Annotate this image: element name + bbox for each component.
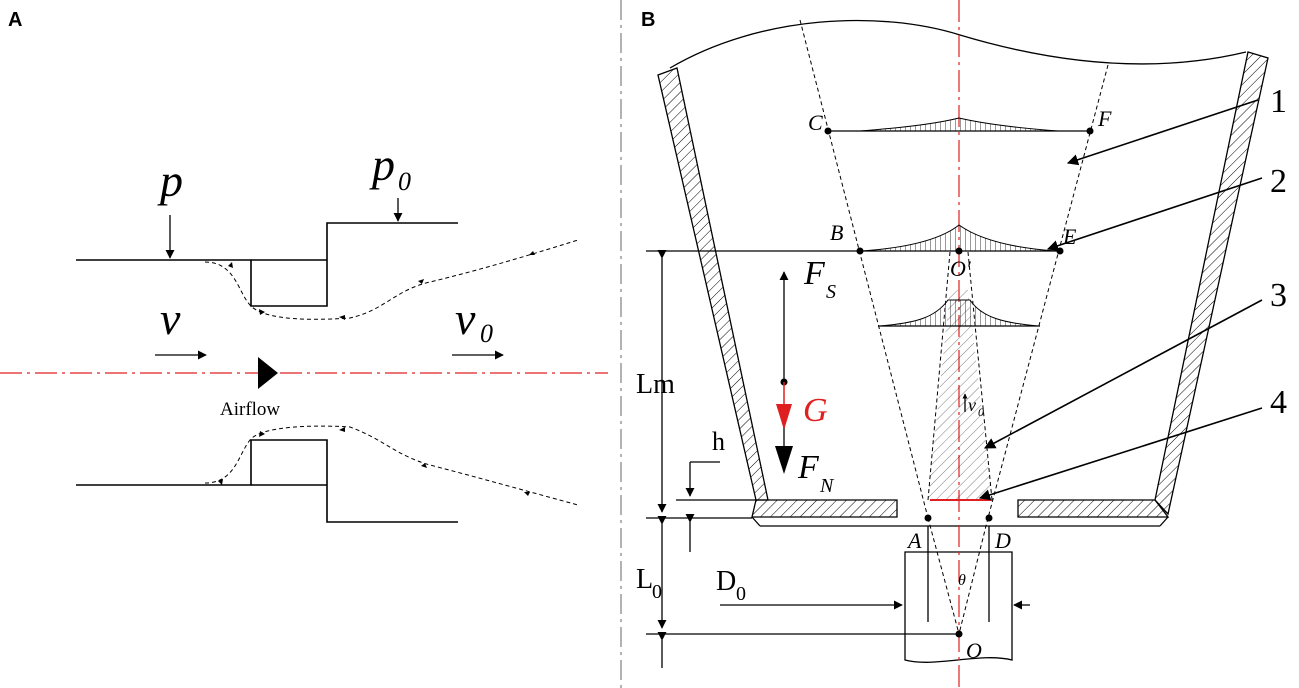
point-b: [856, 247, 864, 255]
lm-label: Lm: [636, 369, 675, 400]
point-o-prime: [955, 247, 963, 255]
point-labels: C F B E O′ A D O θ: [808, 106, 1112, 663]
callout-4: 4: [1270, 384, 1287, 421]
profile-cf: [859, 117, 1059, 132]
bottom-plate-right: [1017, 499, 1170, 518]
p0-label: p: [369, 139, 395, 190]
label-o-prime: O′: [950, 256, 972, 281]
label-a: A: [906, 528, 922, 553]
right-wall: [1154, 51, 1269, 516]
points: [780, 127, 1094, 638]
callout-3: 3: [1270, 277, 1287, 314]
label-theta: θ: [958, 572, 966, 589]
cone-line-right: [987, 64, 1109, 519]
fs-subscript: S: [826, 281, 836, 303]
upper-streamline: [204, 239, 579, 320]
d0-label: D: [716, 566, 736, 597]
callout-leaders: [978, 99, 1263, 501]
outlet-tube: [904, 551, 1013, 663]
l0-subscript: 0: [652, 581, 662, 603]
point-a: [924, 514, 932, 522]
h-label: h: [712, 427, 725, 456]
b-v0-subscript: 0: [978, 405, 984, 419]
label-c: C: [808, 110, 823, 135]
profile-3: [879, 299, 1039, 327]
lower-orifice-wall: [76, 439, 458, 523]
callout-2: 2: [1270, 163, 1287, 200]
fn-label: F: [797, 449, 820, 486]
callout-1: 1: [1270, 83, 1287, 120]
panel-b: B: [636, 0, 1287, 688]
panel-a: A Airflow p p 0: [0, 9, 608, 523]
dimension-lines: [646, 249, 1030, 668]
label-f: F: [1097, 106, 1112, 131]
panel-b-label: B: [641, 9, 655, 31]
fs-label: F: [803, 255, 826, 292]
label-e: E: [1062, 224, 1077, 249]
airflow-arrow-icon: [258, 357, 278, 389]
inner-funnel-fill: [928, 290, 992, 500]
v0-label: v: [455, 293, 476, 344]
p-label: p: [157, 155, 183, 206]
label-b: B: [830, 220, 843, 245]
point-d: [985, 514, 993, 522]
panel-a-label: A: [8, 9, 22, 31]
streamline-arrows: [218, 251, 535, 496]
cone-apex-left: [927, 517, 960, 635]
upper-orifice-wall: [76, 222, 458, 307]
plate-edge-right: [1159, 516, 1169, 527]
b-v0-label: v: [968, 395, 976, 415]
v-label: v: [160, 293, 181, 344]
grain-surface: [669, 19, 1247, 69]
profile-be: [861, 224, 1056, 252]
l0-label: L: [636, 564, 653, 595]
label-d: D: [994, 528, 1011, 553]
point-f: [1086, 127, 1094, 135]
v0-subscript: 0: [480, 319, 493, 348]
d0-subscript: 0: [736, 583, 746, 605]
label-o: O: [966, 638, 982, 663]
point-c: [824, 127, 832, 135]
p0-subscript: 0: [398, 167, 411, 196]
lower-streamline: [204, 425, 579, 506]
cone-apex-right: [958, 517, 989, 635]
g-arrowhead-icon: [776, 404, 792, 430]
fn-subscript: N: [819, 475, 835, 497]
plate-edge-left: [751, 516, 761, 527]
fn-arrowhead-icon: [775, 446, 793, 474]
bottom-plate-left: [751, 499, 898, 518]
cone-line-left: [799, 19, 929, 519]
g-label: G: [803, 392, 828, 429]
airflow-label: Airflow: [220, 399, 280, 420]
